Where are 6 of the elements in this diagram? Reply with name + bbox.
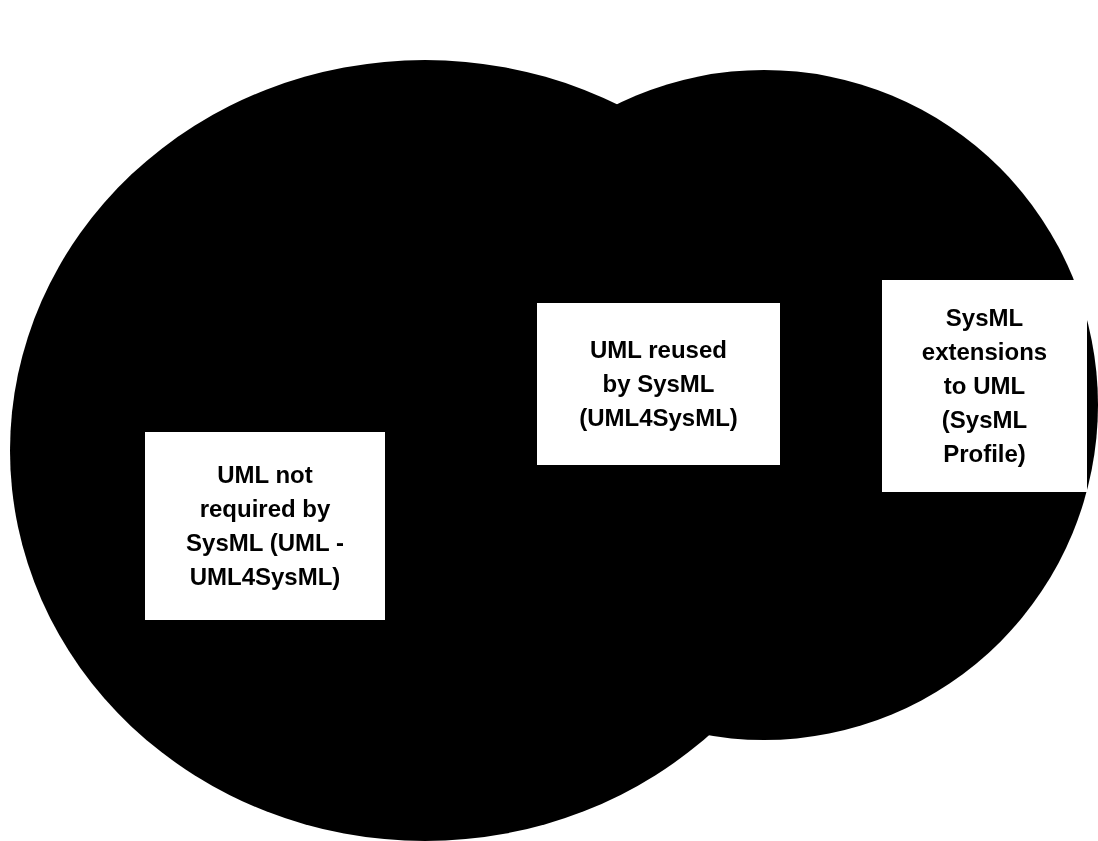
label-text: SysML extensions to UML (SysML Profile) bbox=[920, 302, 1049, 470]
label-box bbox=[537, 303, 780, 465]
label-box bbox=[882, 280, 1087, 492]
label-text: UML reused by SysML (UML4SysML) bbox=[578, 334, 739, 434]
label-text: UML not required by SysML (UML - UML4SysML) bbox=[185, 459, 345, 593]
label-box bbox=[145, 432, 385, 620]
